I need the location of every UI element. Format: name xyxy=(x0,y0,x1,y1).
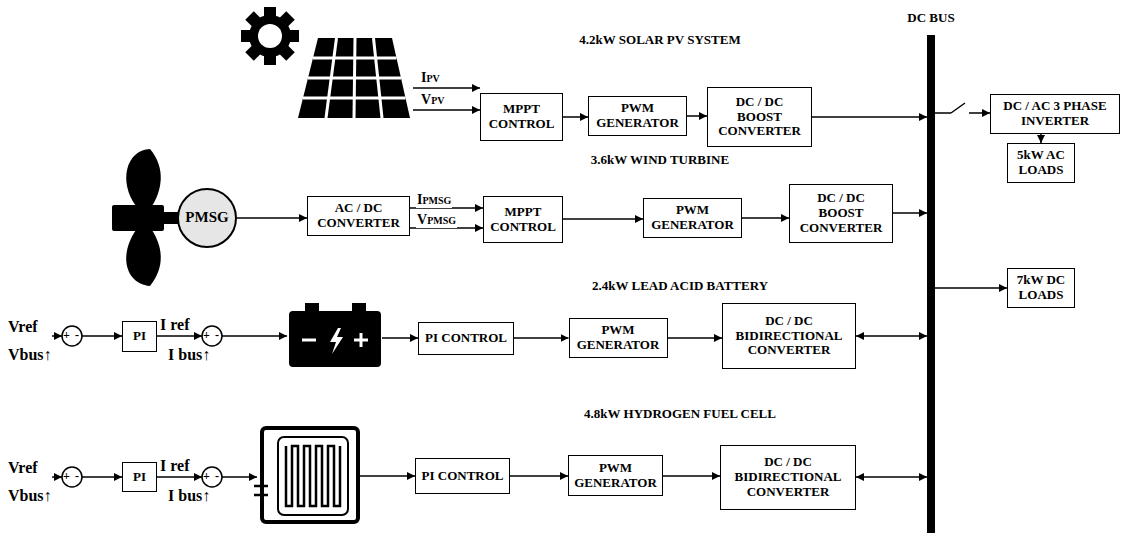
box-text: PMSG xyxy=(185,209,228,226)
converter-box: DC / DC BOOST CONVERTER xyxy=(707,87,812,147)
dc-bus: DC BUS xyxy=(927,35,935,533)
sum-sign: + xyxy=(63,329,70,342)
box-text: MPPT CONTROL xyxy=(489,205,557,235)
connector xyxy=(812,116,927,118)
box-text: PI CONTROL xyxy=(422,469,504,484)
signal-name: Vbus↑ xyxy=(8,346,52,364)
connector xyxy=(514,337,569,339)
box-text: PI xyxy=(133,470,146,485)
sum-sign: - xyxy=(215,329,219,342)
box-text: DC / DC BOOST CONVERTER xyxy=(713,95,806,140)
connector xyxy=(668,337,723,339)
box-text: PI CONTROL xyxy=(425,331,507,346)
converter-box: AC / DC CONVERTER xyxy=(307,196,410,236)
pi-block: PI xyxy=(122,462,157,492)
box-text: 7kW DC LOADS xyxy=(1013,273,1069,303)
signal-name: VPV xyxy=(420,93,445,108)
wind-turbine xyxy=(112,149,179,286)
load-box: 5kW AC LOADS xyxy=(1007,143,1075,183)
box-text: DC / DC BIDIRECTIONAL CONVERTER xyxy=(726,455,850,500)
signal-name: Vref xyxy=(8,318,38,336)
converter-box: DC / DC BIDIRECTIONAL CONVERTER xyxy=(722,303,856,369)
battery-icon xyxy=(289,303,381,367)
signal-name: IPV xyxy=(420,71,441,86)
box-text: 5kW AC LOADS xyxy=(1013,148,1069,178)
control-box: PI CONTROL xyxy=(415,458,510,494)
signal-name: I ref xyxy=(160,457,189,475)
sum-sign: + xyxy=(203,329,210,342)
section-title: 4.8kW HYDROGEN FUEL CELL xyxy=(584,406,776,421)
pwm-box: PWM GENERATOR xyxy=(569,318,668,358)
connector xyxy=(856,335,927,337)
section-title: 3.6kW WIND TURBINE xyxy=(591,152,729,167)
sum-sign: + xyxy=(203,470,210,483)
box-text: DC / AC 3 PHASE INVERTER xyxy=(996,99,1114,129)
pi-block: PI xyxy=(122,321,157,352)
connector xyxy=(742,217,789,219)
box-text: DC / DC BIDIRECTIONAL CONVERTER xyxy=(728,314,850,359)
box-text: PI xyxy=(133,329,146,344)
signal-name: I bus↑ xyxy=(168,346,210,364)
generator-circle: PMSG xyxy=(177,188,237,248)
connector xyxy=(563,116,588,118)
connector xyxy=(687,115,707,117)
box-text: MPPT CONTROL xyxy=(486,102,557,132)
box-text: PWM GENERATOR xyxy=(575,323,662,353)
connector xyxy=(935,103,990,113)
sun-icon xyxy=(241,7,299,65)
pv-panel xyxy=(298,38,410,118)
sum-sign: - xyxy=(215,470,219,483)
converter-box: DC / DC BOOST CONVERTER xyxy=(789,184,893,243)
connector xyxy=(1040,134,1042,143)
bus-label: DC BUS xyxy=(907,11,954,26)
connector xyxy=(935,287,1007,289)
section-title: 2.4kW LEAD ACID BATTERY xyxy=(592,278,768,293)
box-text: PWM GENERATOR xyxy=(594,101,681,131)
converter-box: DC / DC BIDIRECTIONAL CONVERTER xyxy=(720,445,856,510)
fuel-cell-icon xyxy=(254,428,358,522)
box-text: DC / DC BOOST CONVERTER xyxy=(795,191,887,236)
fuelcell-control-loop xyxy=(52,467,415,487)
connector xyxy=(663,475,720,477)
control-box: MPPT CONTROL xyxy=(483,196,563,243)
connector xyxy=(237,217,307,219)
signal-name: VPMSG xyxy=(416,213,457,228)
load-box: 7kW DC LOADS xyxy=(1007,268,1075,308)
pv-signal-lines xyxy=(413,88,480,110)
box-text: PWM GENERATOR xyxy=(574,461,657,491)
box-text: AC / DC CONVERTER xyxy=(313,201,404,231)
signal-name: Vref xyxy=(8,459,38,477)
connector xyxy=(510,475,568,477)
inverter-box: DC / AC 3 PHASE INVERTER xyxy=(990,94,1120,134)
connector xyxy=(893,212,927,214)
pwm-box: PWM GENERATOR xyxy=(568,455,663,496)
sum-sign: - xyxy=(75,470,79,483)
box-text: PWM GENERATOR xyxy=(649,203,736,233)
section-title: 4.2kW SOLAR PV SYSTEM xyxy=(579,32,740,47)
signal-name: I bus↑ xyxy=(168,487,210,505)
pwm-box: PWM GENERATOR xyxy=(643,198,742,238)
pwm-box: PWM GENERATOR xyxy=(588,96,687,136)
connector xyxy=(856,476,927,478)
sum-sign: + xyxy=(63,470,70,483)
connector xyxy=(563,218,643,220)
control-box: MPPT CONTROL xyxy=(480,93,563,141)
signal-name: Vbus↑ xyxy=(8,487,52,505)
signal-name: IPMSG xyxy=(416,193,452,208)
sum-sign: - xyxy=(75,329,79,342)
signal-name: I ref xyxy=(160,316,189,334)
control-box: PI CONTROL xyxy=(418,322,514,355)
